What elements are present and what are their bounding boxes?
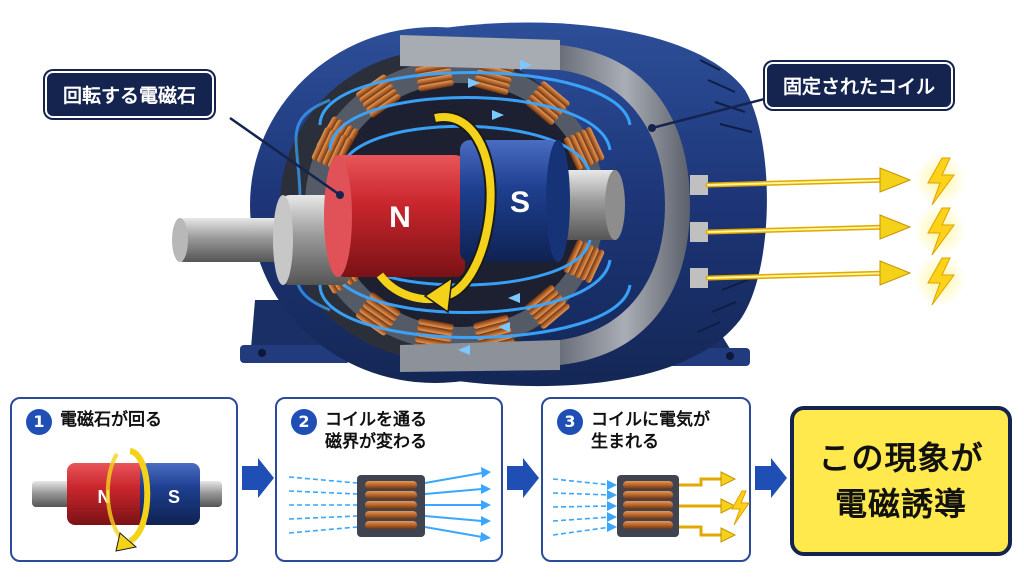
result-line-1: この現象が [818, 439, 984, 477]
field-arrowheads [458, 60, 532, 355]
step-number-badge: 1 [26, 409, 52, 435]
step3-coil [623, 481, 673, 529]
step-text: コイルに電気が 生まれる [591, 410, 710, 452]
rotor-callout-leader [229, 116, 341, 197]
south-pole-label: S [510, 186, 530, 219]
step-text: 電磁石が回る [60, 410, 162, 430]
wire-arrowheads [879, 167, 912, 286]
step-heading-2: 2 コイルを通る 磁界が変わる [291, 409, 427, 453]
lightning-icon [927, 257, 955, 306]
step-number-badge: 2 [291, 409, 317, 435]
lightning-icon [927, 157, 955, 206]
output-terminals [690, 175, 708, 288]
lightning-icons [914, 154, 966, 306]
step-text: コイルを通る 磁界が変わる [325, 410, 427, 452]
output-wires [705, 177, 893, 281]
flow-arrow-icon [242, 458, 274, 498]
rotation-arrow-icon [376, 111, 497, 314]
step-number-badge: 3 [557, 409, 583, 435]
stator-coil [525, 284, 570, 329]
step1-south-label: S [168, 487, 180, 507]
step1-rotor-illustration: N S [32, 448, 222, 552]
step2-coil [365, 481, 417, 529]
lightning-icon [927, 207, 955, 256]
step-panel-3: 3 コイルに電気が 生まれる [541, 397, 751, 562]
coil-callout-leader [651, 93, 781, 130]
lightning-icon [731, 490, 750, 526]
stator-cutaway [560, 45, 690, 365]
stator-coil [356, 74, 401, 118]
rotor-callout: 回転する電磁石 [45, 71, 215, 118]
step-heading-3: 3 コイルに電気が 生まれる [557, 409, 710, 453]
north-pole-label: N [389, 201, 411, 234]
result-line-2: 電磁誘導 [834, 485, 967, 523]
flow-arrow-icon [755, 458, 787, 498]
step-panel-2: 2 コイルを通る 磁界が変わる [275, 397, 503, 562]
coil-callout: 固定されたコイル [765, 62, 954, 109]
rotor-magnet: N S [324, 140, 570, 277]
flow-arrow-icon [507, 458, 539, 498]
step2-field-illustration [288, 467, 491, 542]
step3-current-illustration [552, 471, 750, 543]
step-panel-1: 1 電磁石が回る N S [10, 397, 238, 562]
step-heading-1: 1 電磁石が回る [26, 409, 162, 435]
result-box: この現象が 電磁誘導 [790, 406, 1012, 556]
